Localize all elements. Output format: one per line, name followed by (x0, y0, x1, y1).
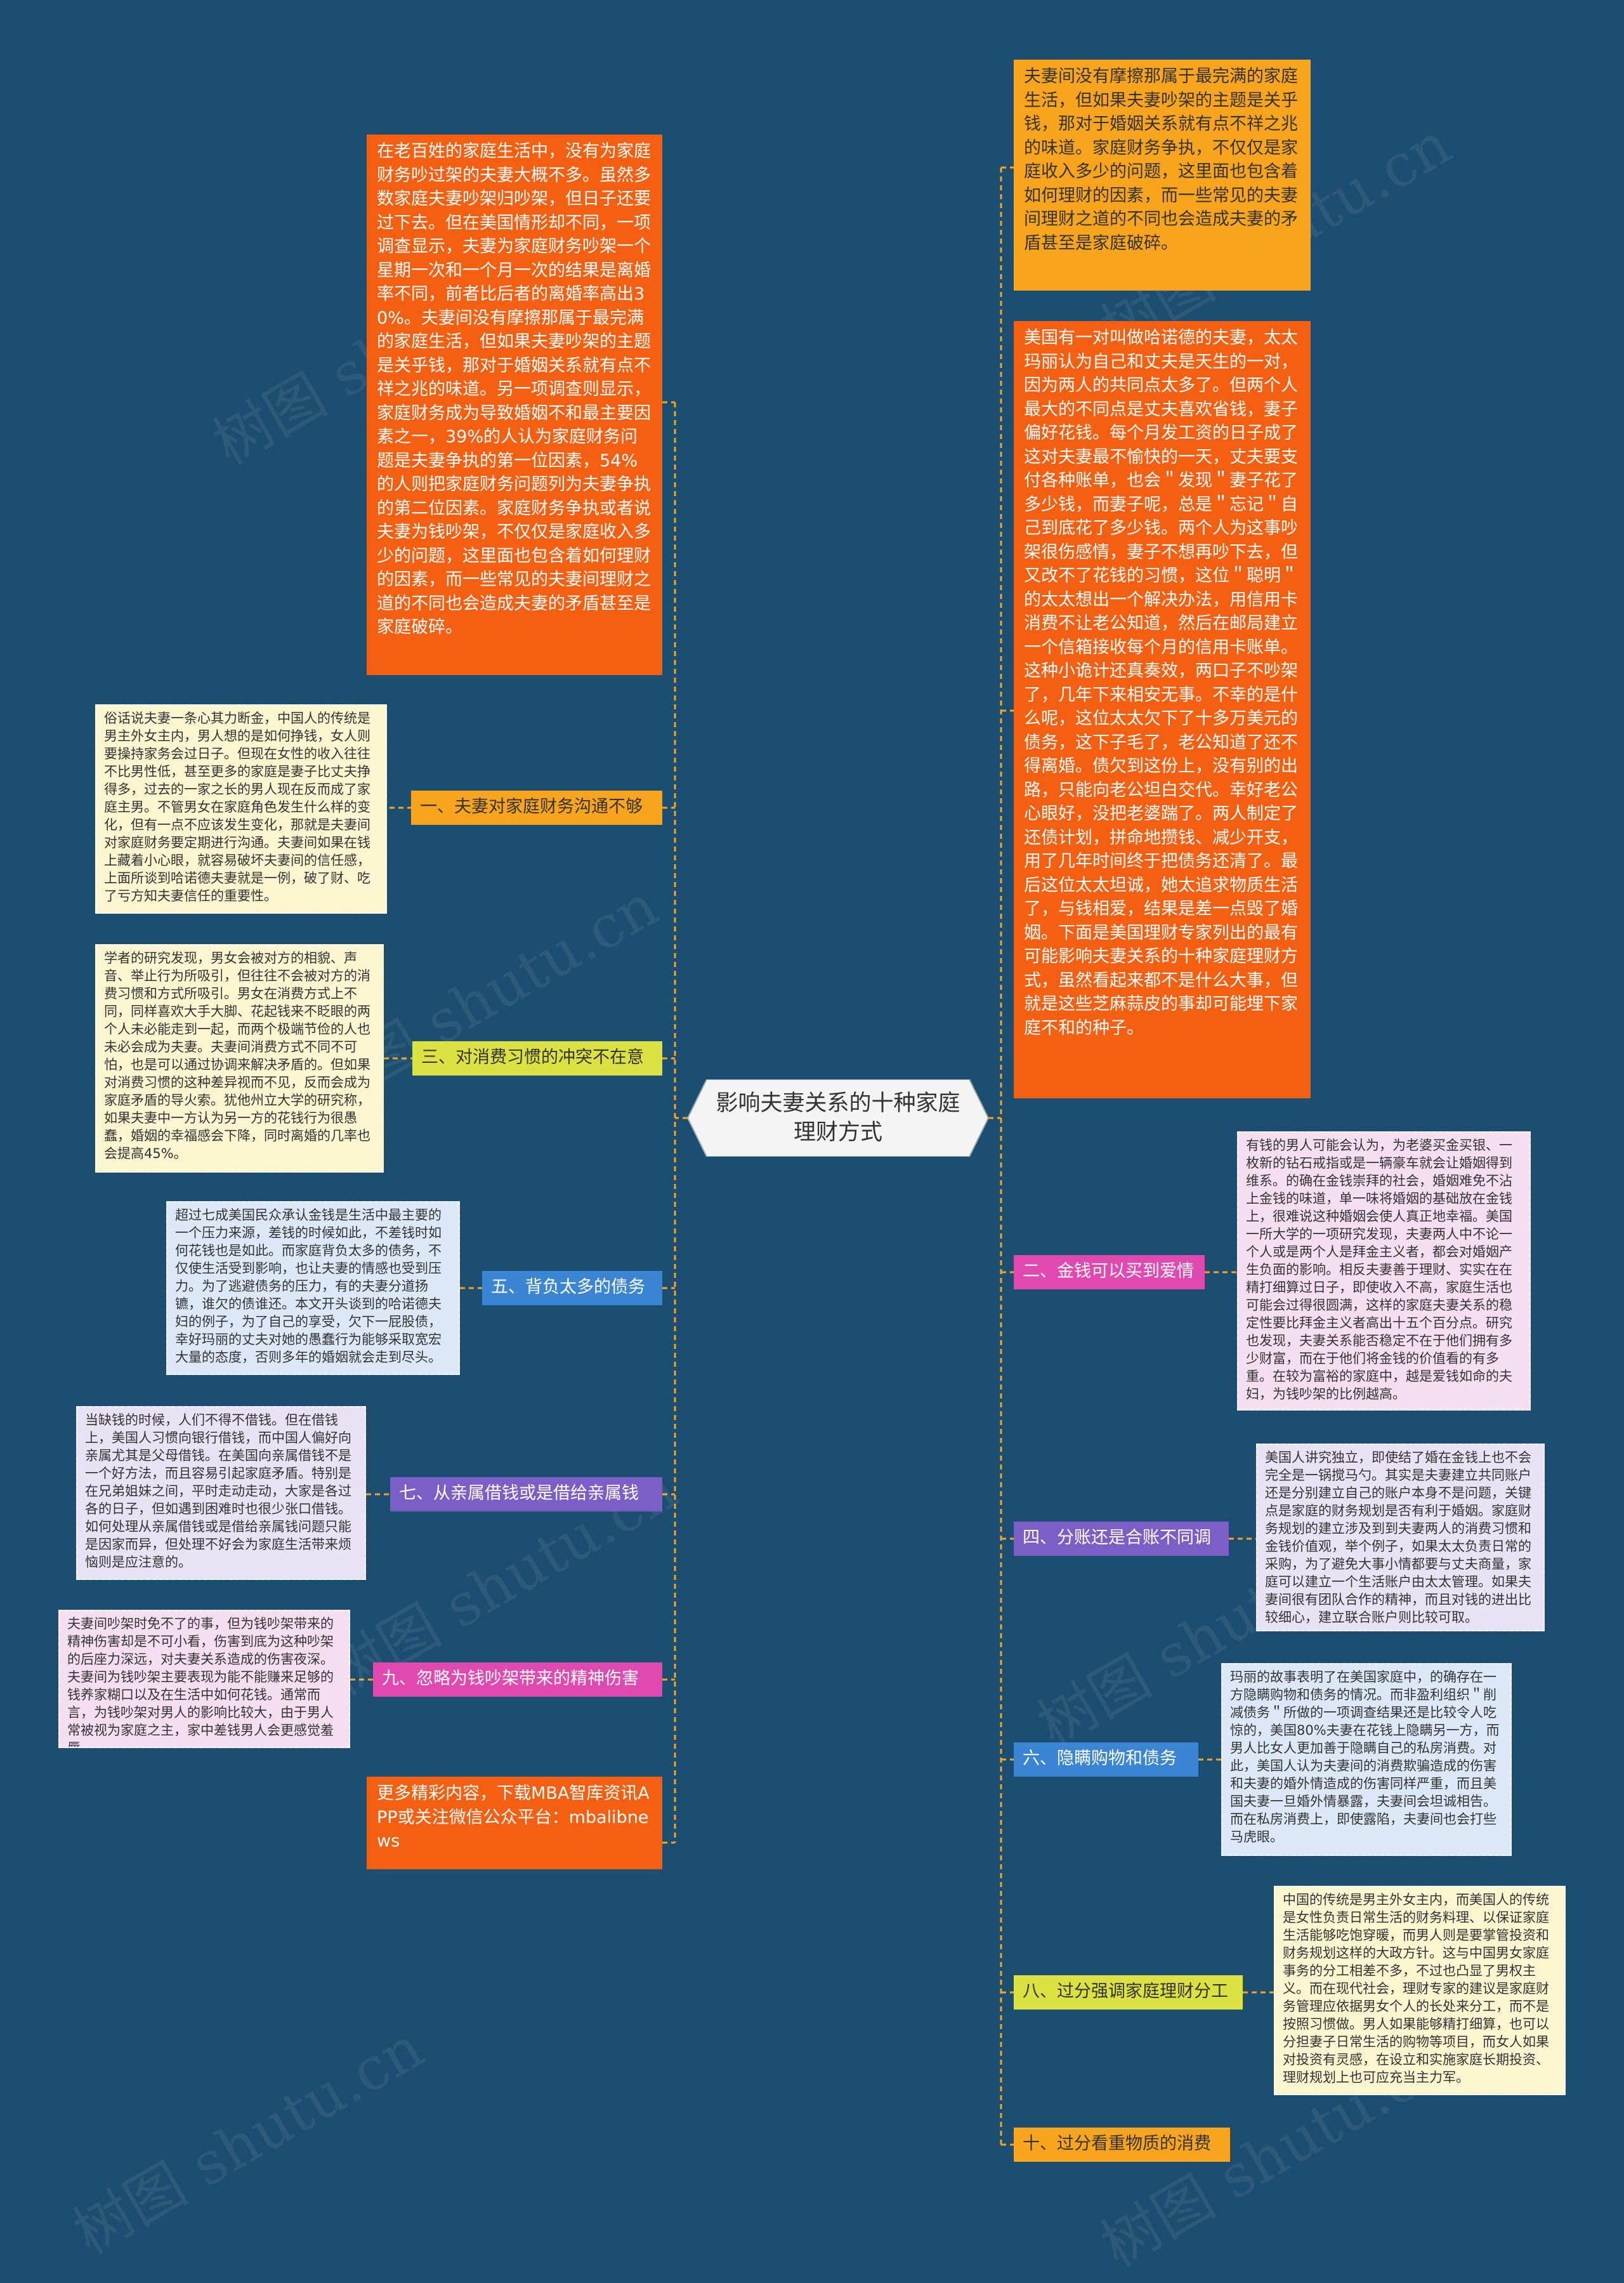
branch-8[interactable]: 八、过分强调家庭理财分工 (1014, 1975, 1243, 2010)
branch-5[interactable]: 五、背负太多的债务 (482, 1271, 662, 1305)
note-6: 玛丽的故事表明了在美国家庭中，的确存在一方隐瞒购物和债务的情况。而非盈利组织＂削… (1221, 1663, 1512, 1856)
branch-3[interactable]: 三、对消费习惯的冲突不在意 (412, 1041, 662, 1076)
note-2: 有钱的男人可能会认为，为老婆买金买银、一枚新的钻石戒指或是一辆豪车就会让婚姻得到… (1237, 1131, 1531, 1411)
center-hexagon (688, 1079, 988, 1157)
branch-6[interactable]: 六、隐瞒购物和债务 (1014, 1742, 1198, 1777)
intro-card[interactable]: 在老百姓的家庭生活中，没有为家庭财务吵过架的夫妻大概不多。虽然多数家庭夫妻吵架归… (367, 135, 662, 675)
footer-card[interactable]: 更多精彩内容，下载MBA智库资讯APP或关注微信公众平台：mbalibnews (367, 1777, 662, 1869)
branch-7[interactable]: 七、从亲属借钱或是借给亲属钱 (390, 1477, 662, 1511)
connector-lines (350, 166, 1274, 2146)
note-8: 中国的传统是男主外女主内，而美国人的传统是女性负责日常生活的财务料理、以保证家庭… (1274, 1886, 1566, 2095)
branch-4[interactable]: 四、分账还是合账不同调 (1014, 1522, 1229, 1556)
branch-10[interactable]: 十、过分看重物质的消费 (1014, 2128, 1230, 2162)
note-1: 俗话说夫妻一条心其力断金，中国人的传统是男主外女主内，男人想的是如何挣钱，女人则… (95, 704, 387, 914)
note-4: 美国人讲究独立，即使结了婚在金钱上也不会完全是一锅搅马勺。其实是夫妻建立共同账户… (1256, 1444, 1545, 1631)
story-card[interactable]: 美国有一对叫做哈诺德的夫妻，太太玛丽认为自己和丈夫是天生的一对，因为两人的共同点… (1014, 321, 1311, 1098)
branch-2[interactable]: 二、金钱可以买到爱情 (1014, 1255, 1205, 1289)
center-topic[interactable]: 影响夫妻关系的十种家庭理财方式 (688, 1079, 988, 1157)
note-3: 学者的研究发现，男女会被对方的相貌、声音、举止行为所吸引，但往往不会被对方的消费… (95, 944, 384, 1173)
note-5: 超过七成美国民众承认金钱是生活中最主要的一个压力来源，差钱的时候如此，不差钱时如… (166, 1201, 460, 1375)
center-title: 影响夫妻关系的十种家庭理财方式 (716, 1091, 960, 1145)
branch-9[interactable]: 九、忽略为钱吵架带来的精神伤害 (373, 1662, 662, 1697)
note-7: 当缺钱的时候，人们不得不借钱。但在借钱上，美国人习惯向银行借钱，而中国人偏好向亲… (76, 1406, 366, 1580)
summary-card[interactable]: 夫妻间没有摩擦那属于最完满的家庭生活，但如果夫妻吵架的主题是关乎钱，那对于婚姻关… (1014, 60, 1311, 291)
note-9: 夫妻间吵架时免不了的事，但为钱吵架带来的精神伤害却是不可小看，伤害到底为这种吵架… (58, 1610, 350, 1748)
branch-1[interactable]: 一、夫妻对家庭财务沟通不够 (411, 791, 662, 825)
